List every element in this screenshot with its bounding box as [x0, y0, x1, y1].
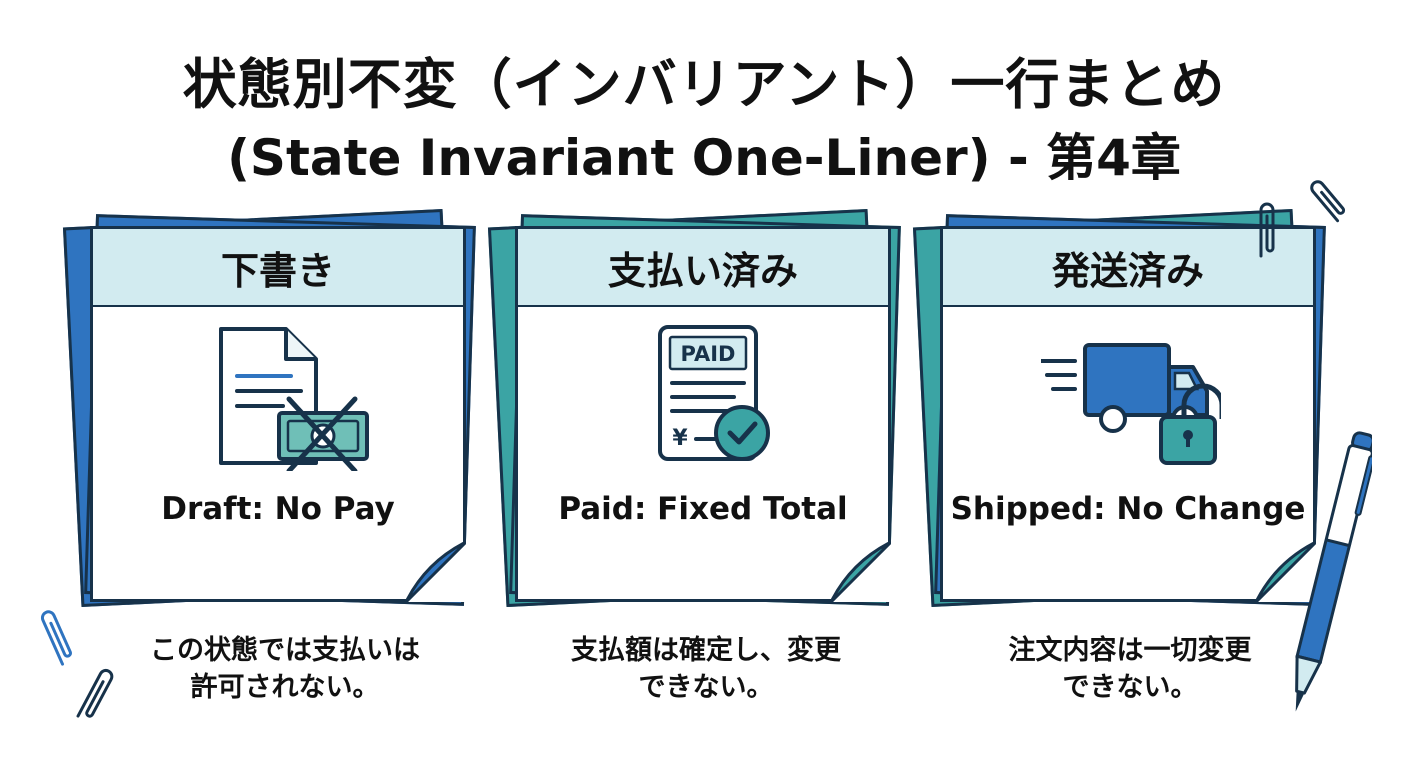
description-line: 支払額は確定し、変更: [571, 635, 841, 666]
description-line: 許可されない。: [190, 672, 380, 703]
page-title: 状態別不変（インバリアント）一行まとめ: [182, 53, 1226, 116]
card-caption: Shipped: No Change: [950, 491, 1306, 527]
sticky-note: 支払い済み PAID ¥ Paid: Fixed Total: [515, 226, 891, 602]
description-line: 注文内容は一切変更: [1008, 635, 1252, 666]
page-curl: [406, 542, 466, 602]
state-description-paid: 支払額は確定し、変更 できない。: [496, 632, 916, 706]
yen-symbol: ¥: [672, 426, 688, 451]
state-card-shipped: 発送済み Shipped: No Change: [912, 208, 1330, 612]
card-heading: 発送済み: [943, 229, 1313, 307]
paid-stamp-text: PAID: [681, 342, 736, 366]
document-with-crossed-out-money-icon: [219, 327, 369, 471]
paperclip-icon: [76, 669, 114, 718]
sticky-note: 下書き Draft: No Pay: [90, 226, 466, 602]
paperclip-icon: [40, 610, 72, 666]
description-line: できない。: [638, 672, 774, 703]
page-subtitle: (State Invariant One-Liner) - 第4章: [227, 129, 1181, 187]
paperclip-icon: [1310, 180, 1346, 223]
description-line: この状態では支払いは: [150, 635, 420, 666]
delivery-truck-with-padlock-icon: [1041, 343, 1221, 465]
card-caption: Paid: Fixed Total: [558, 491, 848, 527]
card-heading: 下書き: [93, 229, 463, 307]
paid-receipt-with-check-icon: PAID ¥: [658, 325, 770, 461]
description-line: できない。: [1062, 672, 1198, 703]
state-card-draft: 下書き Draft: No Pay: [62, 208, 480, 612]
state-description-shipped: 注文内容は一切変更 できない。: [920, 632, 1340, 706]
state-description-draft: この状態では支払いは 許可されない。: [75, 632, 495, 706]
pen-icon: [1295, 431, 1372, 712]
state-card-paid: 支払い済み PAID ¥ Paid: Fixed Total: [487, 208, 905, 612]
paperclip-icon: [1259, 202, 1275, 258]
card-heading: 支払い済み: [518, 229, 888, 307]
sticky-note: 発送済み Shipped: No Change: [940, 226, 1316, 602]
page-curl: [831, 542, 891, 602]
card-caption: Draft: No Pay: [161, 491, 395, 527]
page-curl: [1256, 542, 1316, 602]
